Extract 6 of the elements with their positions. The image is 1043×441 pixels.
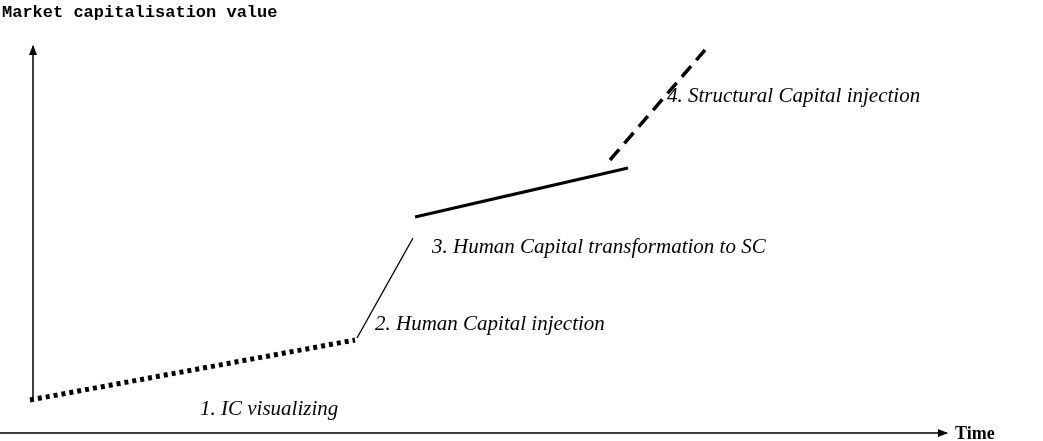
axis-title: Time bbox=[955, 424, 995, 441]
axis-title: Market capitalisation value bbox=[2, 4, 278, 21]
phase-label: 3. Human Capital transformation to SC bbox=[432, 236, 766, 257]
phase-label: 1. IC visualizing bbox=[200, 398, 339, 419]
phase-label: 2. Human Capital injection bbox=[375, 313, 605, 334]
phase-label: 4. Structural Capital injection bbox=[667, 85, 921, 106]
